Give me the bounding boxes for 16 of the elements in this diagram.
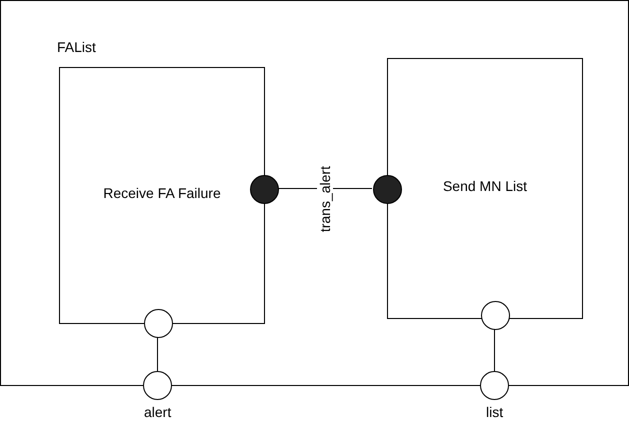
port-circle (143, 371, 172, 400)
port-circle (144, 309, 173, 338)
frame-title: FAList (57, 39, 96, 55)
port-circle (480, 371, 509, 400)
connector-line (157, 336, 158, 372)
edge-label: trans_alert (317, 164, 333, 234)
port-circle (250, 175, 279, 204)
box-label: Send MN List (442, 178, 528, 194)
port-circle (481, 301, 510, 330)
box-label: Receive FA Failure (102, 184, 222, 200)
process-box (387, 58, 583, 319)
port-circle (373, 175, 402, 204)
connector-line (494, 328, 495, 372)
port-label: list (486, 404, 504, 420)
port-label: alert (144, 404, 172, 420)
process-box (59, 67, 265, 324)
